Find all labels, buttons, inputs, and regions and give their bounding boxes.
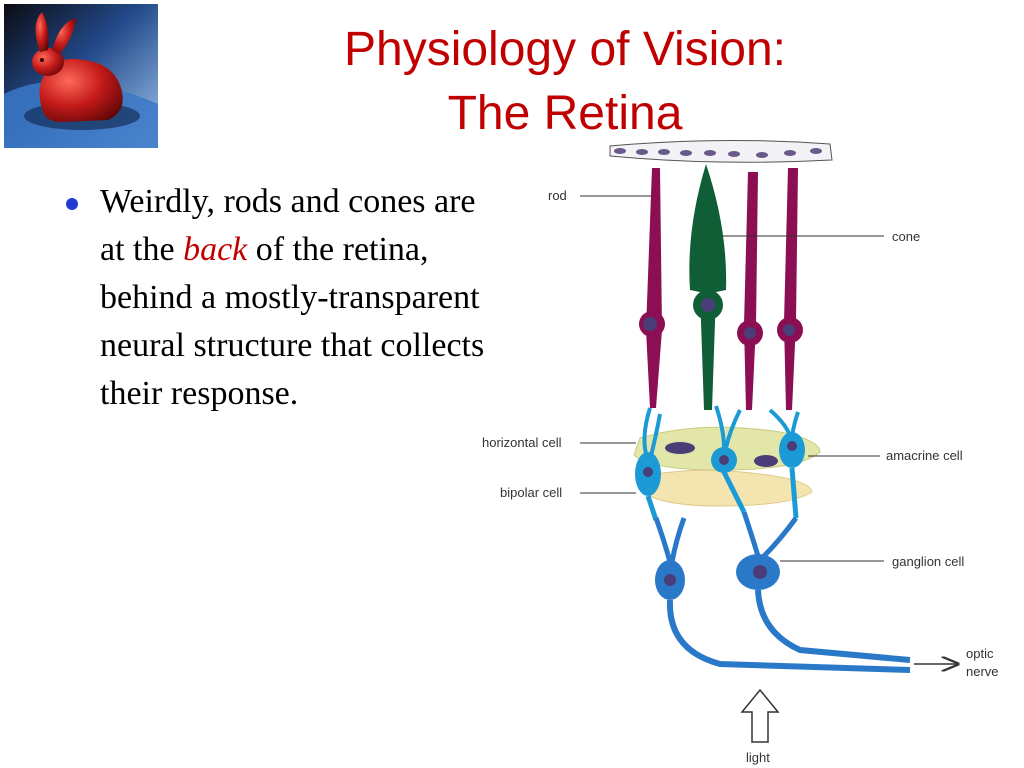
amacrine-cell-nucleus bbox=[754, 455, 778, 467]
slide-title: Physiology of Vision: The Retina bbox=[260, 18, 870, 146]
label-bipolar-cell: bipolar cell bbox=[500, 485, 562, 500]
horizontal-cell-nucleus bbox=[665, 442, 695, 454]
title-line-1: Physiology of Vision: bbox=[343, 23, 787, 76]
bullet-list: Weirdly, rods and cones are at the back … bbox=[60, 178, 500, 418]
label-optic: optic bbox=[966, 646, 994, 661]
light-arrow-icon bbox=[740, 688, 780, 743]
label-leader-lines bbox=[580, 195, 884, 562]
retina-diagram: rod cone horizontal cell bipolar cell am… bbox=[482, 139, 999, 765]
bullet-item: Weirdly, rods and cones are at the back … bbox=[60, 178, 500, 418]
rod-cell bbox=[639, 168, 665, 408]
bipolar-cell bbox=[635, 407, 662, 521]
bullet-emphasis: back bbox=[183, 231, 248, 268]
label-light: light bbox=[746, 750, 770, 765]
bullet-dot-icon bbox=[66, 198, 78, 210]
bunny-logo-image bbox=[4, 4, 158, 148]
bipolar-cell bbox=[768, 408, 805, 519]
bullet-text-before: Weirdly, rods and cones are at the bbox=[100, 183, 476, 268]
label-rod: rod bbox=[548, 188, 567, 203]
rod-cell bbox=[737, 172, 763, 410]
label-cone: cone bbox=[892, 229, 920, 244]
rod-cell bbox=[777, 168, 803, 410]
label-horizontal-cell: horizontal cell bbox=[482, 435, 562, 450]
label-ganglion-cell: ganglion cell bbox=[892, 554, 964, 569]
pigment-epithelium bbox=[609, 139, 833, 163]
title-line-2: The Retina bbox=[447, 87, 683, 140]
ganglion-cell bbox=[736, 511, 911, 663]
label-amacrine-cell: amacrine cell bbox=[886, 448, 963, 463]
label-nerve: nerve bbox=[966, 664, 999, 679]
bullet-text-after: of the retina, behind a mostly-transpare… bbox=[100, 231, 485, 412]
ganglion-cell bbox=[653, 517, 911, 673]
bipolar-cell bbox=[711, 405, 747, 514]
cone-cell bbox=[689, 164, 727, 410]
